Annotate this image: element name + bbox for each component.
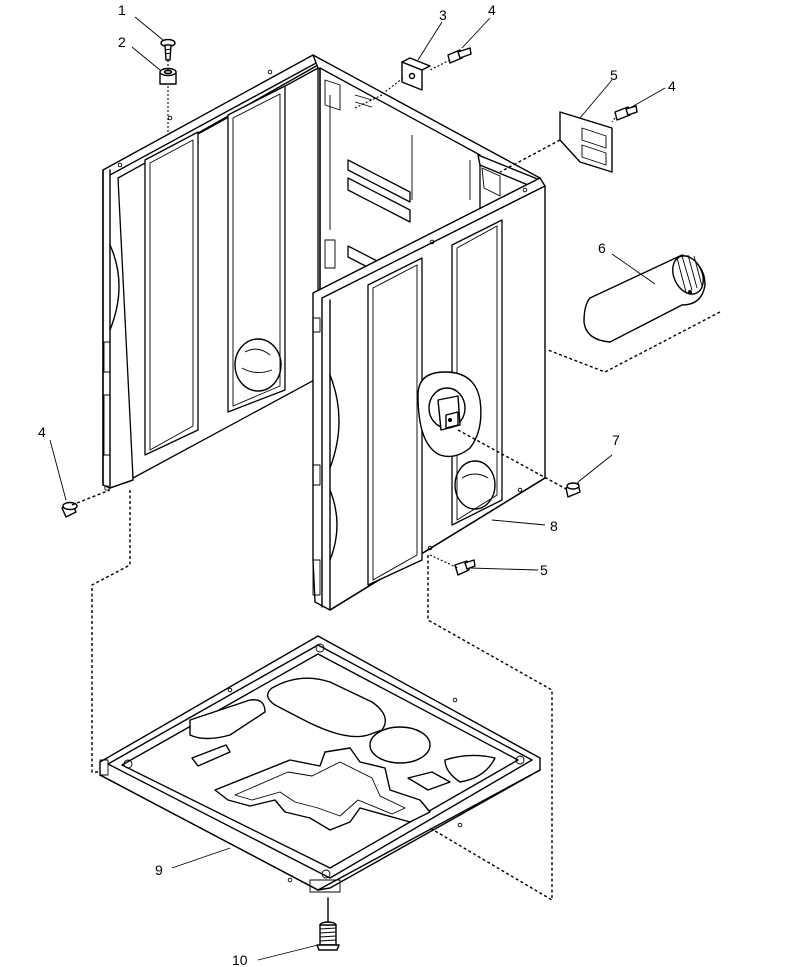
nut-part-2 — [159, 67, 177, 85]
cabinet-right-side-panel — [312, 177, 546, 611]
callout-label-2: 2 — [118, 34, 126, 50]
cylinder-part-6 — [583, 254, 706, 343]
callout-label-3: 3 — [439, 7, 447, 23]
callout-label-4: 4 — [488, 2, 496, 18]
callout-label-6: 6 — [598, 240, 606, 256]
screw-part-7 — [565, 482, 581, 498]
cabinet-base-pan — [99, 635, 541, 893]
callout-leader-lines — [49, 16, 666, 961]
callout-label-10: 10 — [232, 952, 248, 967]
screw-part-4-top — [447, 47, 472, 64]
callout-label-4: 4 — [668, 78, 676, 94]
callout-label-7: 7 — [612, 432, 620, 448]
screw-part-4-left — [61, 501, 78, 518]
callout-label-9: 9 — [155, 862, 163, 878]
screw-part-5-bottom — [454, 559, 476, 576]
cover-plate-part-5 — [559, 111, 613, 173]
callout-labels: 1 2 3 4 5 4 6 4 7 8 5 9 10 — [38, 2, 676, 967]
rear-bearing-hub — [417, 371, 482, 458]
assembly-dashed-lines — [71, 59, 721, 902]
callout-label-5: 5 — [610, 67, 618, 83]
callout-label-4: 4 — [38, 424, 46, 440]
callout-label-1: 1 — [118, 2, 126, 18]
screw-part-4-right — [614, 105, 638, 121]
screw-part-1 — [160, 38, 176, 61]
bracket-part-3 — [401, 57, 431, 91]
leveling-leg-part-10 — [316, 897, 340, 951]
callout-label-5: 5 — [540, 562, 548, 578]
callout-label-8: 8 — [550, 518, 558, 534]
